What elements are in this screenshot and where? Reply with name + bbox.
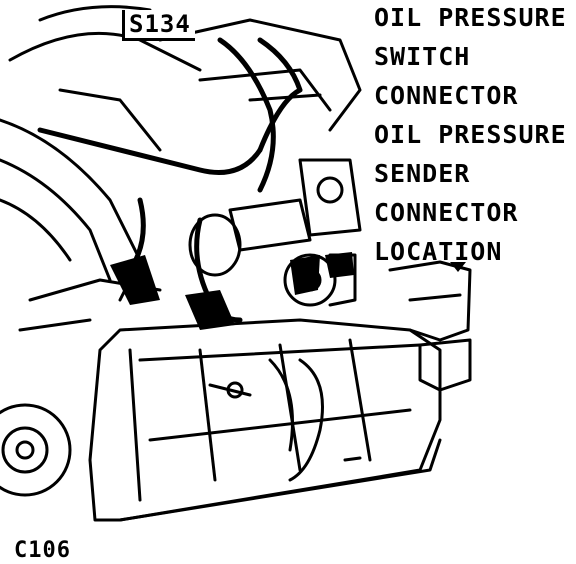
connector-label-c106: C106 (14, 538, 71, 563)
wiring-harness (37, 37, 303, 323)
callout-line: CONNECTOR (374, 198, 519, 227)
callout-line: SWITCH (374, 42, 471, 71)
intake-manifold (0, 5, 362, 332)
oil-pressure-sender (188, 158, 362, 307)
callout-line: LOCATION (374, 237, 503, 266)
crank-pulley (0, 403, 72, 497)
dipstick-bolt (208, 381, 362, 462)
callout-line: OIL PRESSURE (374, 3, 567, 32)
callout-line: CONNECTOR (374, 81, 519, 110)
splice-label-s134: S134 (122, 10, 195, 41)
bellhousing (388, 260, 472, 392)
connector-shapes (110, 252, 466, 330)
callout-text-block: OIL PRESSURE SWITCH CONNECTOR OIL PRESSU… (374, 0, 567, 271)
callout-line: OIL PRESSURE (374, 120, 567, 149)
callout-line: SENDER (374, 159, 471, 188)
oil-pan (88, 318, 442, 522)
